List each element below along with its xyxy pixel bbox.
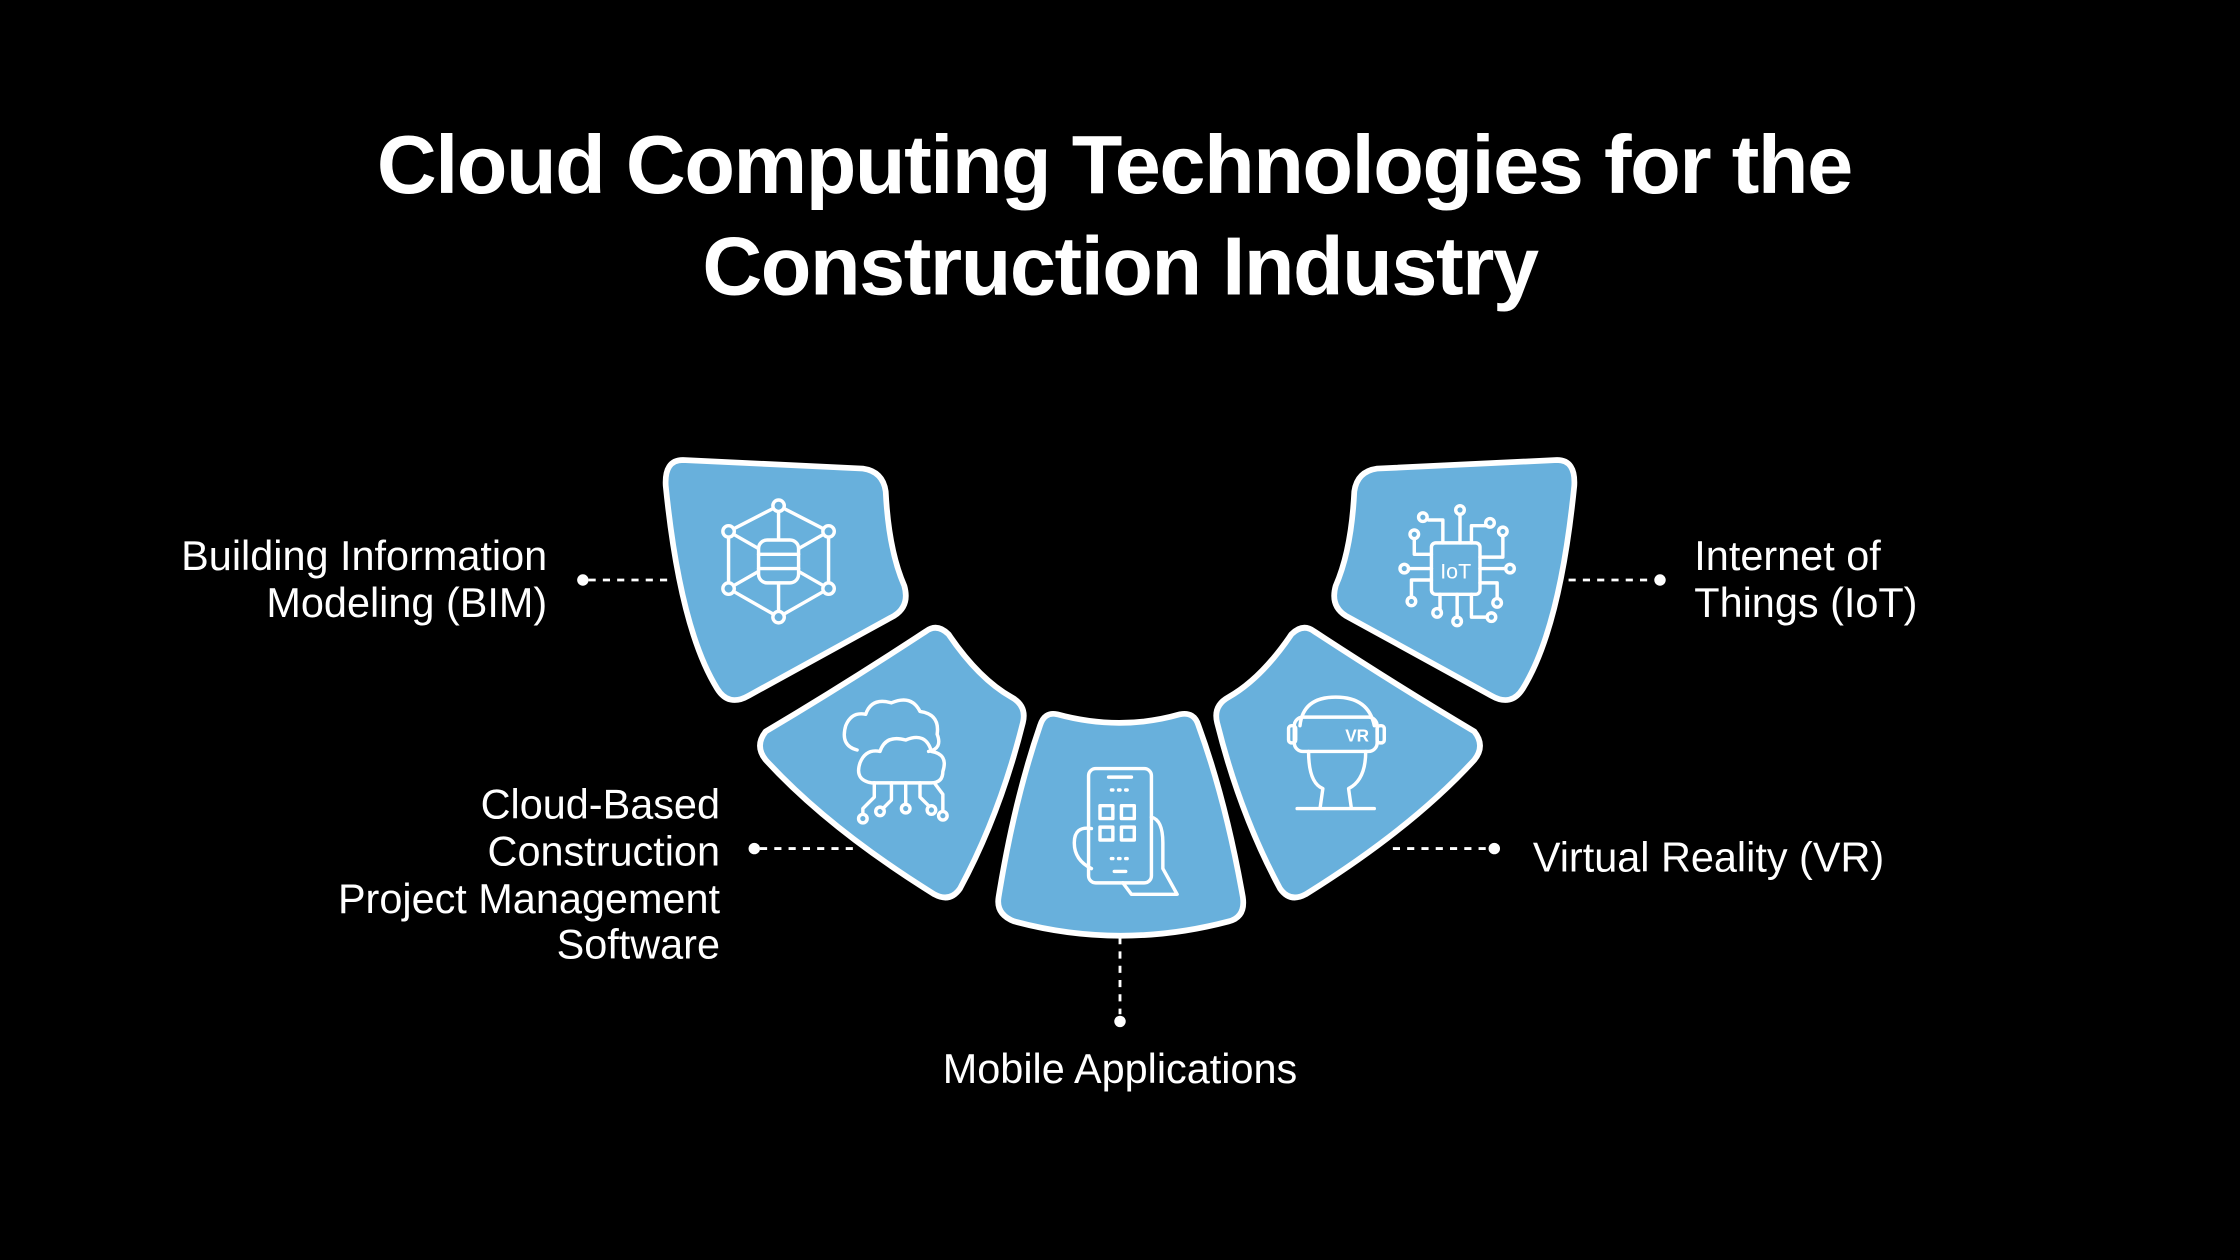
label-line: Software [557, 922, 720, 968]
label-line: Virtual Reality (VR) [1533, 834, 1884, 880]
label-mobile: Mobile Applications [943, 1046, 1297, 1092]
tile-cloud[interactable] [757, 624, 1027, 901]
label-line: Internet of [1694, 533, 1881, 579]
label-line: Project Management [338, 876, 721, 922]
label-cloud: Cloud-Based Construction Project Managem… [338, 782, 721, 968]
iot-chip-label: IoT [1440, 560, 1471, 584]
tile-mobile[interactable] [995, 710, 1247, 939]
title-line-1: Cloud Computing Technologies for the [377, 118, 1852, 211]
tile-vr[interactable] [1213, 624, 1483, 901]
label-line: Cloud-Based [481, 782, 720, 828]
label-bim: Building Information Modeling (BIM) [181, 533, 547, 626]
label-vr: Virtual Reality (VR) [1533, 834, 1884, 880]
title-line-2: Construction Industry [702, 219, 1539, 312]
label-line: Mobile Applications [943, 1046, 1297, 1092]
connectors [577, 574, 1666, 1028]
label-line: Building Information [181, 533, 547, 579]
label-line: Things (IoT) [1694, 580, 1917, 626]
mobile-phone-hand-icon [1072, 766, 1179, 897]
cloud-circuit-icon [842, 698, 949, 825]
vr-headset-icon: VR [1286, 695, 1386, 811]
vr-badge: VR [1345, 725, 1369, 745]
tile-iot[interactable] [1331, 457, 1578, 703]
label-line: Construction [488, 829, 720, 875]
iot-chip-icon: IoT [1398, 504, 1516, 628]
label-line: Modeling (BIM) [266, 580, 547, 626]
database-network-icon [721, 498, 836, 625]
label-iot: Internet of Things (IoT) [1694, 533, 1917, 626]
